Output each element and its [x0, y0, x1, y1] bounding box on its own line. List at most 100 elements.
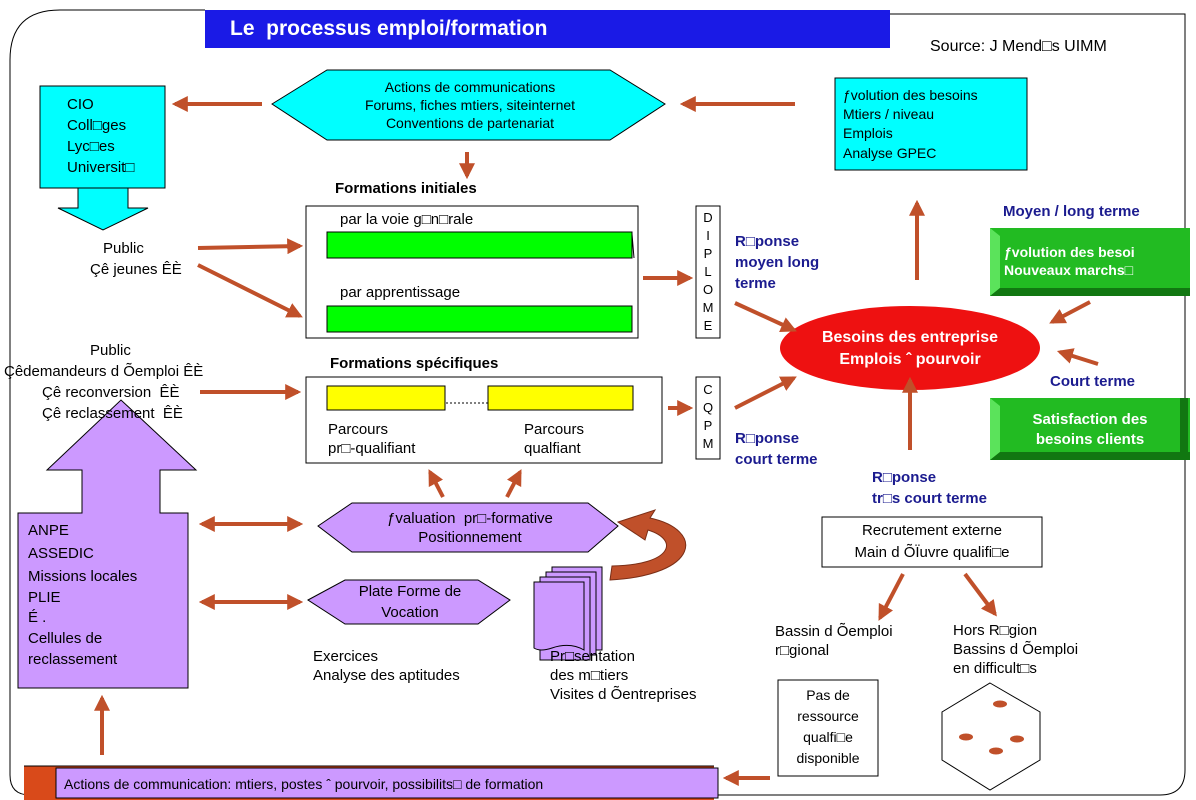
presentation-line-3: Visites d Õentreprises — [550, 686, 697, 703]
reponse-tres-court-line-1: R□ponse — [872, 469, 937, 486]
bottom-banner — [55, 767, 719, 799]
bassin-regional-line-1: Bassin d Õemploi — [775, 623, 893, 640]
green-bar-apprentissage — [326, 305, 633, 333]
apprentissage-label: par apprentissage — [340, 284, 461, 301]
parcours-pre-line-1: Parcours — [328, 421, 389, 438]
anpe-line-7: reclassement — [28, 651, 118, 668]
diplome-letter: O — [702, 282, 714, 297]
cqpm-letter: C — [703, 382, 713, 397]
plate-forme-hexagon — [307, 579, 511, 625]
green-box-1 — [990, 228, 1190, 296]
reponse-tres-court-line-2: tr□s court terme — [872, 490, 987, 507]
cio-line-4: Universit□ — [67, 159, 135, 176]
anpe-line-6: Cellules de — [28, 630, 103, 647]
cio-line-2: Coll□ges — [67, 117, 127, 134]
recrutement-box — [821, 516, 1043, 568]
hors-region-line-2: Bassins d Õemploi — [953, 641, 1079, 658]
evaluation-hexagon — [317, 502, 619, 553]
public-demandeurs-line-2: Çêdemandeurs d Õemploi ÊÈ — [4, 363, 204, 380]
reponse-moyen-line-1: R□ponse — [735, 233, 800, 250]
evolution-line-3: Emplois — [843, 125, 893, 141]
diplome-letter: M — [702, 300, 714, 315]
yellow-bar-1 — [326, 385, 446, 411]
anpe-line-4: PLIE — [28, 589, 61, 606]
green-box-1-line-2: Nouveaux marchs□ — [1004, 262, 1134, 278]
green-box-2 — [990, 398, 1190, 460]
green-bar-generale — [326, 231, 633, 259]
parcours-pre-line-2: pr□-qualifiant — [328, 440, 416, 457]
public-jeunes-line-1: Public — [103, 240, 144, 257]
communication-line-1: Actions de communications — [384, 79, 556, 95]
evaluation-line-2: Positionnement — [418, 529, 522, 546]
presentation-line-2: des m□tiers — [550, 667, 629, 684]
recrutement-line-1: Recrutement externe — [861, 522, 1003, 539]
besoins-ellipse — [780, 306, 1040, 390]
bassin-regional-line-2: r□gional — [775, 642, 830, 659]
bottom-banner-text: Actions de communication: mtiers, postes… — [64, 776, 544, 792]
anpe-line-5: É . — [28, 609, 47, 626]
anpe-line-1: ANPE — [28, 522, 69, 539]
curved-arrow — [609, 509, 687, 581]
evolution-line-2: Mtiers / niveau — [843, 106, 935, 122]
evaluation-line-1: ƒvaluation pr□-formative — [387, 510, 553, 527]
public-demandeurs-line-3: Çê reconversion ÊÈ — [42, 384, 180, 401]
diplome-letter: D — [703, 210, 713, 225]
anpe-line-2: ASSEDIC — [28, 545, 94, 562]
besoins-line-1: Besoins des entreprise — [821, 329, 999, 346]
recrutement-line-2: Main d ÕÏuvre qualifi□e — [854, 544, 1010, 561]
communication-hexagon — [271, 69, 666, 141]
plate-forme-line-2: Vocation — [381, 604, 439, 621]
public-demandeurs-line-4: Çê reclassement ÊÈ — [42, 405, 183, 422]
cio-box — [39, 85, 166, 189]
pas-ressource-line-3: qualfi□e — [803, 729, 853, 745]
diplome-letter: P — [703, 246, 713, 261]
exercices-line-1: Exercices — [313, 648, 379, 665]
yellow-bar-2 — [487, 385, 634, 411]
anpe-up-arrow — [17, 399, 198, 689]
evolution-line-4: Analyse GPEC — [843, 145, 937, 161]
page-frame — [9, 9, 1186, 796]
diplome-letter: E — [703, 318, 713, 333]
presentation-line-1: Pr□sentation — [550, 648, 635, 665]
formations-initiales-title: Formations initiales — [335, 180, 477, 197]
cio-down-arrow — [57, 187, 149, 231]
exercices-line-2: Analyse des aptitudes — [313, 667, 460, 684]
green-box-2-line-1: Satisfaction des — [1032, 411, 1148, 428]
pas-ressource-line-1: Pas de — [806, 687, 850, 703]
plate-forme-line-1: Plate Forme de — [358, 583, 462, 600]
voie-generale-label: par la voie g□n□rale — [340, 211, 474, 228]
cqpm-letter: P — [703, 418, 713, 433]
pas-ressource-box — [777, 679, 879, 777]
cqpm-letter: M — [702, 436, 714, 451]
communication-line-3: Conventions de partenariat — [385, 115, 555, 131]
parcours-qual-line-1: Parcours — [524, 421, 585, 438]
reponse-court-line-1: R□ponse — [735, 430, 800, 447]
anpe-line-3: Missions locales — [28, 568, 138, 585]
reponse-court-line-2: court terme — [735, 451, 818, 468]
besoins-line-2: Emplois ˆ pourvoir — [839, 351, 981, 368]
public-demandeurs-line-1: Public — [90, 342, 131, 359]
green-box-2-line-2: besoins clients — [1035, 431, 1145, 448]
formations-specifiques-title: Formations spécifiques — [330, 355, 499, 372]
cqpm-box — [695, 376, 721, 460]
hors-region-hexagon — [941, 682, 1041, 791]
cio-line-3: Lyc□es — [67, 138, 115, 155]
moyen-long-label: Moyen / long terme — [1003, 203, 1140, 220]
court-terme-label: Court terme — [1050, 373, 1136, 390]
cqpm-letter: Q — [702, 400, 714, 415]
title-bar — [205, 10, 890, 48]
diplome-box — [695, 205, 721, 339]
parcours-qual-line-2: qualfiant — [524, 440, 581, 457]
public-jeunes-line-2: Çê jeunes ÊÈ — [90, 261, 182, 278]
diplome-letter: I — [706, 228, 710, 243]
documents-icon — [533, 566, 603, 661]
pas-ressource-line-2: ressource — [797, 708, 859, 724]
evolution-box — [834, 77, 1028, 171]
hors-region-line-3: en difficult□s — [953, 660, 1037, 677]
pas-ressource-line-4: disponible — [796, 750, 860, 766]
page-title: Le processus emploi/formation — [230, 17, 548, 40]
cio-line-1: CIO — [67, 96, 94, 113]
source-label: Source: J Mend□s UIMM — [930, 38, 1107, 55]
diplome-letter: L — [704, 264, 712, 279]
